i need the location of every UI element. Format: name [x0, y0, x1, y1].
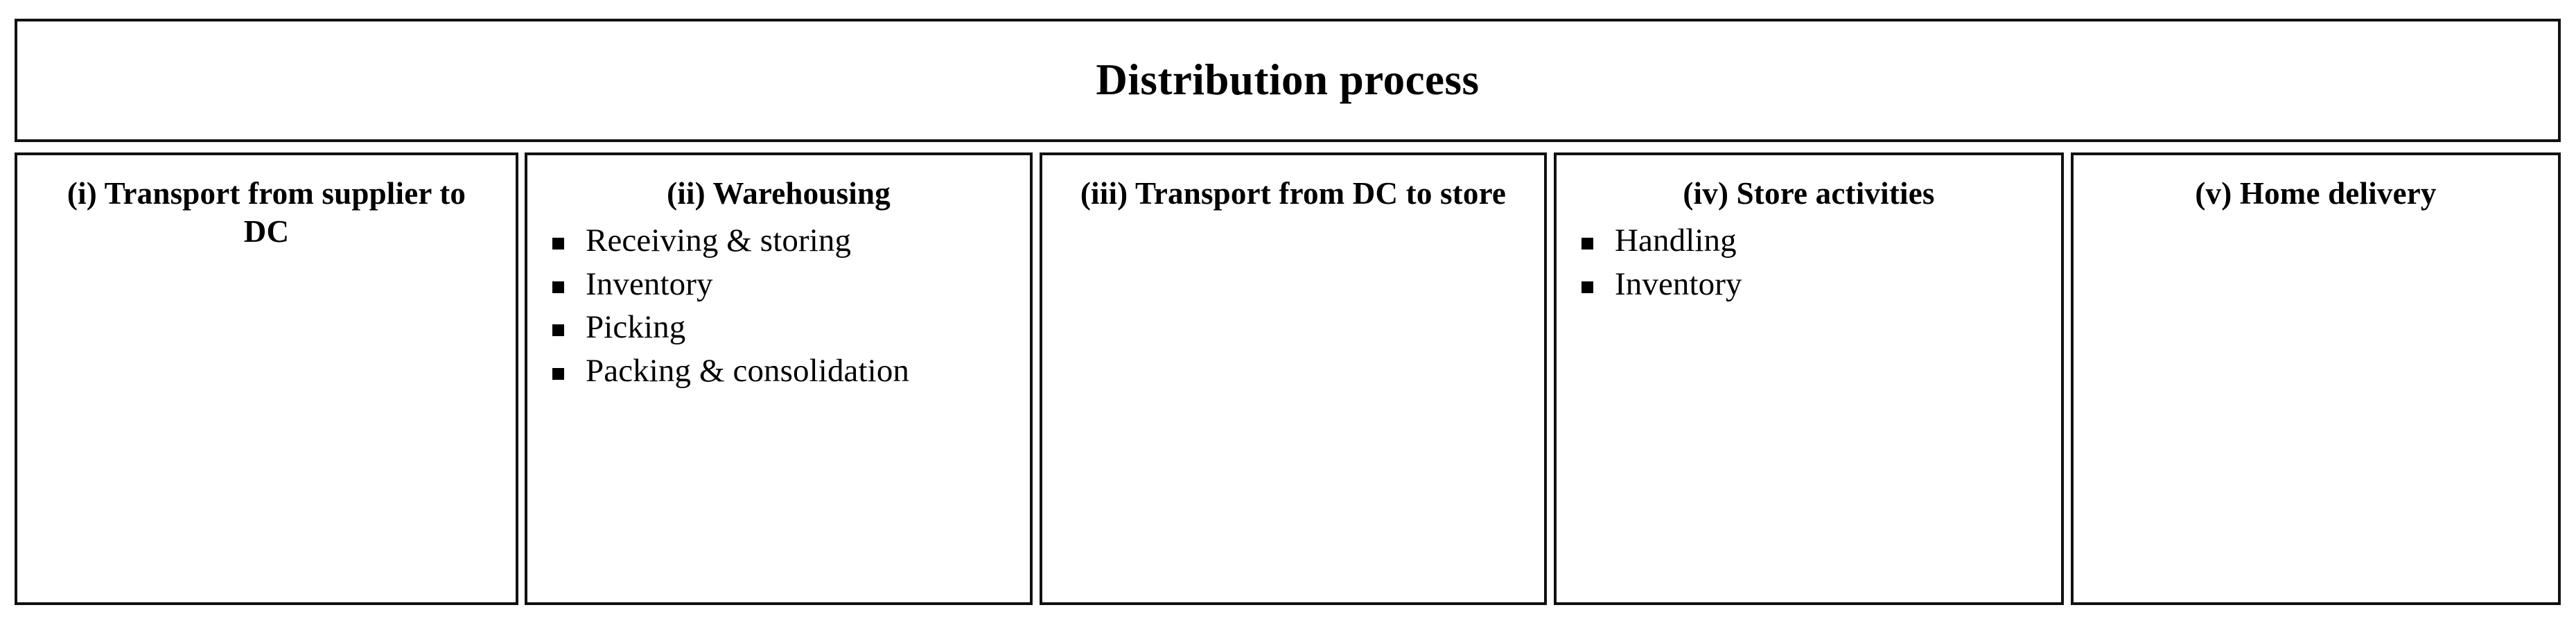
stage-bullet-list: Handling Inventory [1557, 220, 2061, 305]
stage-box-store-activities: (iv) Store activities Handling Inventory [1554, 152, 2064, 605]
list-item: Receiving & storing [547, 220, 1017, 262]
list-item-label: Receiving & storing [586, 222, 852, 259]
list-item: Packing & consolidation [547, 350, 1017, 392]
stage-box-home-delivery: (v) Home delivery [2071, 152, 2561, 605]
square-bullet-icon [552, 281, 564, 293]
page-title: Distribution process [1096, 55, 1480, 105]
square-bullet-icon [552, 367, 564, 380]
square-bullet-icon [1581, 237, 1593, 250]
stage-box-transport-dc-to-store: (iii) Transport from DC to store [1040, 152, 1547, 605]
stage-box-transport-supplier-to-dc: (i) Transport from supplier to DC [15, 152, 518, 605]
list-item: Picking [547, 306, 1017, 349]
stage-heading: (i) Transport from supplier to DC [67, 176, 466, 249]
list-item-label: Picking [586, 309, 686, 346]
stage-heading: (ii) Warehousing [667, 176, 891, 211]
stage-box-warehousing: (ii) Warehousing Receiving & storing Inv… [525, 152, 1033, 605]
square-bullet-icon [552, 324, 564, 337]
stage-bullet-list: Receiving & storing Inventory Picking Pa… [527, 220, 1030, 392]
distribution-process-header: Distribution process [15, 19, 2561, 142]
list-item-label: Inventory [586, 265, 713, 302]
square-bullet-icon [1581, 281, 1593, 293]
list-item-label: Packing & consolidation [586, 352, 910, 389]
list-item-label: Inventory [1615, 265, 1742, 302]
list-item: Inventory [547, 263, 1017, 306]
list-item: Inventory [1576, 263, 2049, 306]
stage-row: (i) Transport from supplier to DC (ii) W… [15, 152, 2561, 605]
stage-heading: (iv) Store activities [1683, 176, 1935, 211]
stage-heading: (iii) Transport from DC to store [1080, 176, 1507, 211]
list-item-label: Handling [1615, 222, 1737, 259]
stage-heading: (v) Home delivery [2195, 176, 2437, 211]
list-item: Handling [1576, 220, 2049, 262]
square-bullet-icon [552, 237, 564, 250]
